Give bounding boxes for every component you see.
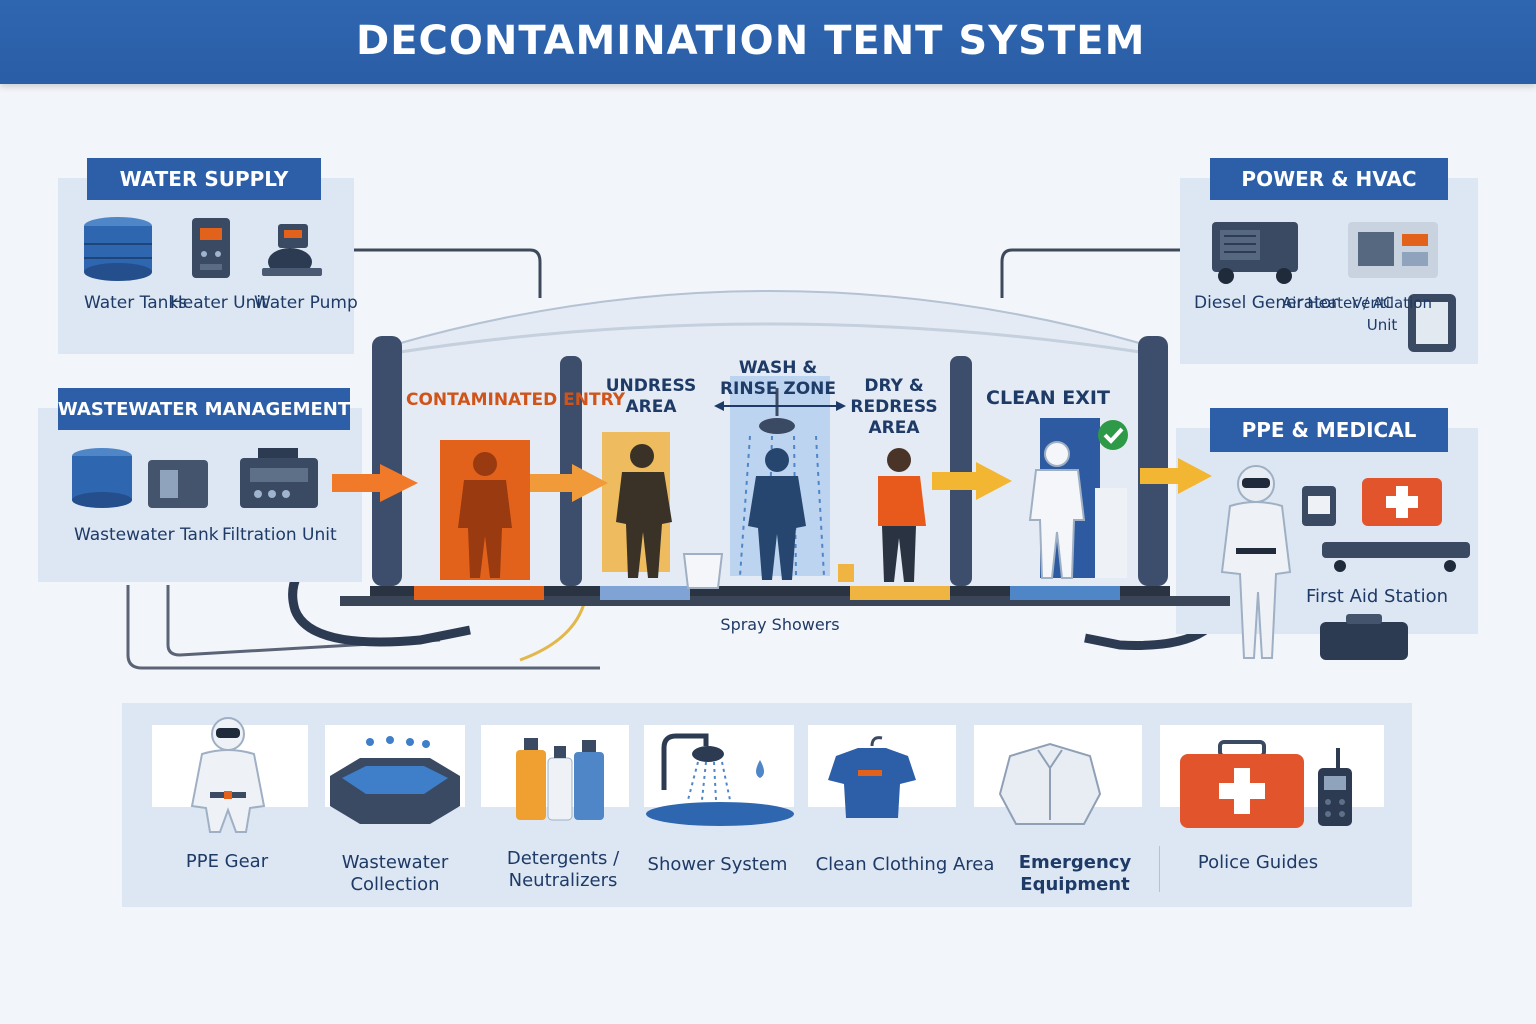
emergency-equipment-icon	[998, 742, 1102, 825]
ventilation-unit-icon	[1408, 294, 1456, 352]
zone-wash-rinse: WASH & RINSE ZONE	[719, 358, 837, 399]
clean-clothing-icon	[828, 736, 916, 818]
zone-dry-redress: DRY & REDRESS AREA	[850, 376, 938, 438]
clean-clothing-label: Clean Clothing Area	[815, 854, 995, 875]
ppe-gear-icon	[190, 717, 266, 833]
person-clean-suit-icon	[1028, 441, 1086, 579]
heater-unit-icon	[192, 218, 230, 278]
person-silhouette-entry-icon	[458, 452, 512, 578]
ppe-gear-label: PPE Gear	[185, 851, 269, 872]
heater-unit-label: Heater Unit	[170, 293, 268, 313]
water-tanks-icon	[84, 217, 152, 281]
shower-system-label: Shower System	[647, 854, 788, 875]
towel-bucket-icon	[838, 564, 854, 582]
strip-divider	[1159, 846, 1160, 892]
person-undressing-icon	[616, 444, 672, 578]
police-guides-label: Police Guides	[1197, 852, 1319, 873]
flow-arrow-3-icon	[932, 462, 1012, 500]
ventilation-unit-label: Ventilation Unit	[1352, 294, 1432, 334]
water-supply-header: WATER SUPPLY	[87, 158, 321, 200]
emergency-equipment-label: Emergency Equipment	[1018, 852, 1132, 895]
shower-system-icon	[646, 733, 794, 826]
bucket-icon	[682, 553, 724, 589]
air-heater-label: Air Heater / AC	[1282, 294, 1394, 312]
air-heater-icon	[1348, 222, 1438, 278]
person-redressing-icon	[878, 448, 926, 582]
first-aid-case-icon	[1180, 740, 1304, 828]
wastewater-basin-icon	[330, 736, 460, 824]
radio-icon	[1318, 748, 1352, 826]
ppe-suit-person-icon	[1220, 465, 1292, 659]
water-pump-icon	[262, 224, 322, 276]
page-title: DECONTAMINATION TENT SYSTEM	[356, 18, 1146, 64]
zone-contaminated-entry: CONTAMINATED ENTRY	[406, 390, 626, 410]
flow-arrow-1-icon	[332, 464, 418, 502]
zone-undress-area: UNDRESS AREA	[605, 376, 697, 417]
wastewater-collection-label: Wastewater Collection	[341, 852, 449, 895]
decon-tent	[340, 290, 1230, 606]
detergents-label: Detergents / Neutralizers	[506, 848, 620, 891]
first-aid-kits-icon	[1302, 478, 1470, 572]
spray-showers-label: Spray Showers	[720, 615, 840, 634]
filtration-unit-label: Filtration Unit	[222, 525, 337, 545]
double-arrow-icon	[714, 401, 846, 411]
person-showering-icon	[748, 448, 806, 580]
detergent-bottles-icon	[516, 738, 604, 821]
equipment-case-icon	[1320, 614, 1408, 660]
flow-arrow-2-icon	[530, 464, 608, 502]
filtration-unit-icon	[240, 448, 318, 508]
first-aid-station-label: First Aid Station	[1305, 586, 1449, 607]
diesel-generator-icon	[1212, 222, 1298, 284]
power-hvac-header: POWER & HVAC	[1210, 158, 1448, 200]
wastewater-tank-icon	[72, 448, 208, 508]
wastewater-tank-label: Wastewater Tank	[74, 525, 219, 545]
water-tanks-label: Water Tanks	[84, 293, 188, 313]
flow-arrow-4-icon	[1140, 458, 1212, 494]
checkmark-icon	[1098, 420, 1128, 450]
wastewater-header: WASTEWATER MANAGEMENT	[58, 388, 350, 430]
zone-clean-exit: CLEAN EXIT	[986, 387, 1110, 409]
title-bar	[0, 0, 1536, 84]
ppe-medical-header: PPE & MEDICAL	[1210, 408, 1448, 452]
